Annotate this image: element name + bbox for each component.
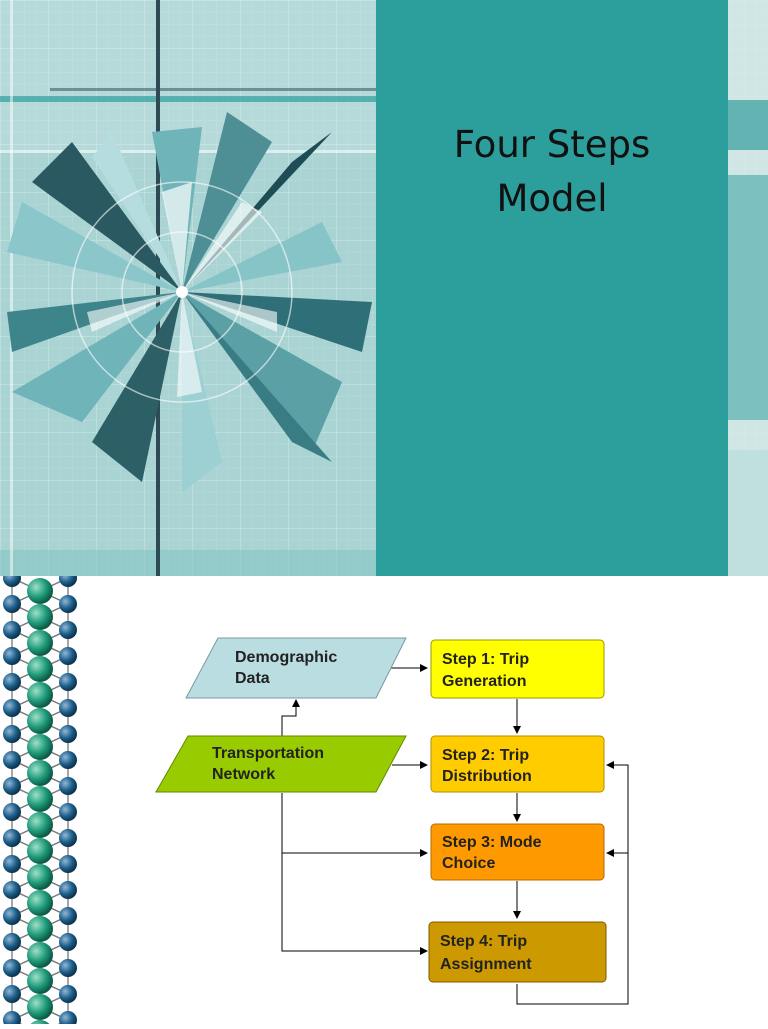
chain-bead bbox=[3, 621, 21, 639]
chain-bead bbox=[59, 881, 77, 899]
chain-bead bbox=[59, 985, 77, 1003]
title-panel: Four Steps Model bbox=[376, 0, 728, 576]
chain-bead bbox=[59, 647, 77, 665]
node-step2-line-1: Step 2: Trip bbox=[442, 747, 529, 764]
chain-bead bbox=[3, 985, 21, 1003]
chain-bead bbox=[3, 595, 21, 613]
chain-bead bbox=[27, 578, 53, 604]
chain-bead bbox=[3, 1011, 21, 1029]
node-step4-line-1: Step 4: Trip bbox=[440, 933, 527, 950]
chain-bead bbox=[27, 812, 53, 838]
chain-bead bbox=[59, 673, 77, 691]
arrow-transport-to-demographic bbox=[281, 699, 300, 736]
chain-bead bbox=[59, 621, 77, 639]
chain-bead bbox=[3, 725, 21, 743]
four-step-flowchart: Demographic Data Transportation Network … bbox=[0, 569, 768, 1029]
chain-bead bbox=[27, 890, 53, 916]
arrow-transport-to-step4 bbox=[281, 853, 428, 955]
chain-bead bbox=[3, 959, 21, 977]
chain-bead bbox=[27, 864, 53, 890]
chain-bead bbox=[59, 959, 77, 977]
chain-bead bbox=[3, 933, 21, 951]
slide-title: Four Steps Model bbox=[376, 118, 728, 226]
chain-bead bbox=[27, 942, 53, 968]
node-step4-line-2: Assignment bbox=[440, 956, 532, 973]
flow-connectors bbox=[281, 664, 629, 1005]
chain-bead bbox=[3, 751, 21, 769]
chain-bead bbox=[27, 916, 53, 942]
node-demographic-line-1: Demographic bbox=[235, 649, 337, 666]
slide-title-line-1: Four Steps bbox=[453, 123, 651, 166]
chain-bead bbox=[27, 968, 53, 994]
chain-bead bbox=[3, 907, 21, 925]
chain-bead bbox=[3, 569, 21, 587]
chain-bead bbox=[59, 933, 77, 951]
node-demographic-line-2: Data bbox=[235, 670, 270, 687]
chain-bead bbox=[59, 725, 77, 743]
chain-bead bbox=[3, 829, 21, 847]
chain-bead bbox=[3, 699, 21, 717]
node-step3-mode-choice: Step 3: Mode Choice bbox=[430, 823, 605, 881]
node-step2-trip-distribution: Step 2: Trip Distribution bbox=[430, 735, 605, 793]
slide-title-line-2: Model bbox=[496, 177, 608, 220]
chain-bead bbox=[59, 1011, 77, 1029]
chain-bead bbox=[59, 751, 77, 769]
node-transport-line-2: Network bbox=[212, 766, 275, 783]
node-step1-line-2: Generation bbox=[442, 673, 526, 690]
chain-bead bbox=[3, 803, 21, 821]
chain-bead bbox=[59, 803, 77, 821]
chain-bead bbox=[59, 699, 77, 717]
chain-bead bbox=[59, 855, 77, 873]
node-transportation-network: Transportation Network bbox=[155, 735, 407, 793]
chain-bead bbox=[27, 786, 53, 812]
chain-bead bbox=[59, 595, 77, 613]
node-transport-line-1: Transportation bbox=[212, 745, 324, 762]
chain-bead bbox=[27, 630, 53, 656]
chain-bead bbox=[3, 855, 21, 873]
node-step2-line-2: Distribution bbox=[442, 768, 532, 785]
chain-bead bbox=[27, 682, 53, 708]
arrow-transport-to-step3 bbox=[281, 793, 428, 857]
chain-bead bbox=[59, 907, 77, 925]
chain-bead bbox=[3, 881, 21, 899]
node-step1-trip-generation: Step 1: Trip Generation bbox=[430, 639, 605, 699]
decorative-bead-chain bbox=[3, 569, 77, 1029]
chain-bead bbox=[3, 647, 21, 665]
chain-bead bbox=[27, 1020, 53, 1029]
chain-bead bbox=[27, 604, 53, 630]
feedback-loop-step4-to-step2 bbox=[516, 761, 629, 1005]
node-demographic-data: Demographic Data bbox=[185, 637, 407, 699]
chain-bead bbox=[27, 838, 53, 864]
node-step4-trip-assignment: Step 4: Trip Assignment bbox=[428, 921, 607, 983]
chain-bead bbox=[3, 673, 21, 691]
node-step3-line-1: Step 3: Mode bbox=[442, 834, 542, 851]
chain-bead bbox=[27, 994, 53, 1020]
chain-bead bbox=[27, 656, 53, 682]
chain-bead bbox=[27, 760, 53, 786]
chain-bead bbox=[27, 708, 53, 734]
chain-bead bbox=[59, 569, 77, 587]
chain-bead bbox=[59, 777, 77, 795]
chain-bead bbox=[3, 777, 21, 795]
node-step3-line-2: Choice bbox=[442, 855, 495, 872]
node-step1-line-1: Step 1: Trip bbox=[442, 651, 529, 668]
chain-bead bbox=[27, 734, 53, 760]
chain-bead bbox=[59, 829, 77, 847]
title-slide: Four Steps Model bbox=[0, 0, 768, 576]
